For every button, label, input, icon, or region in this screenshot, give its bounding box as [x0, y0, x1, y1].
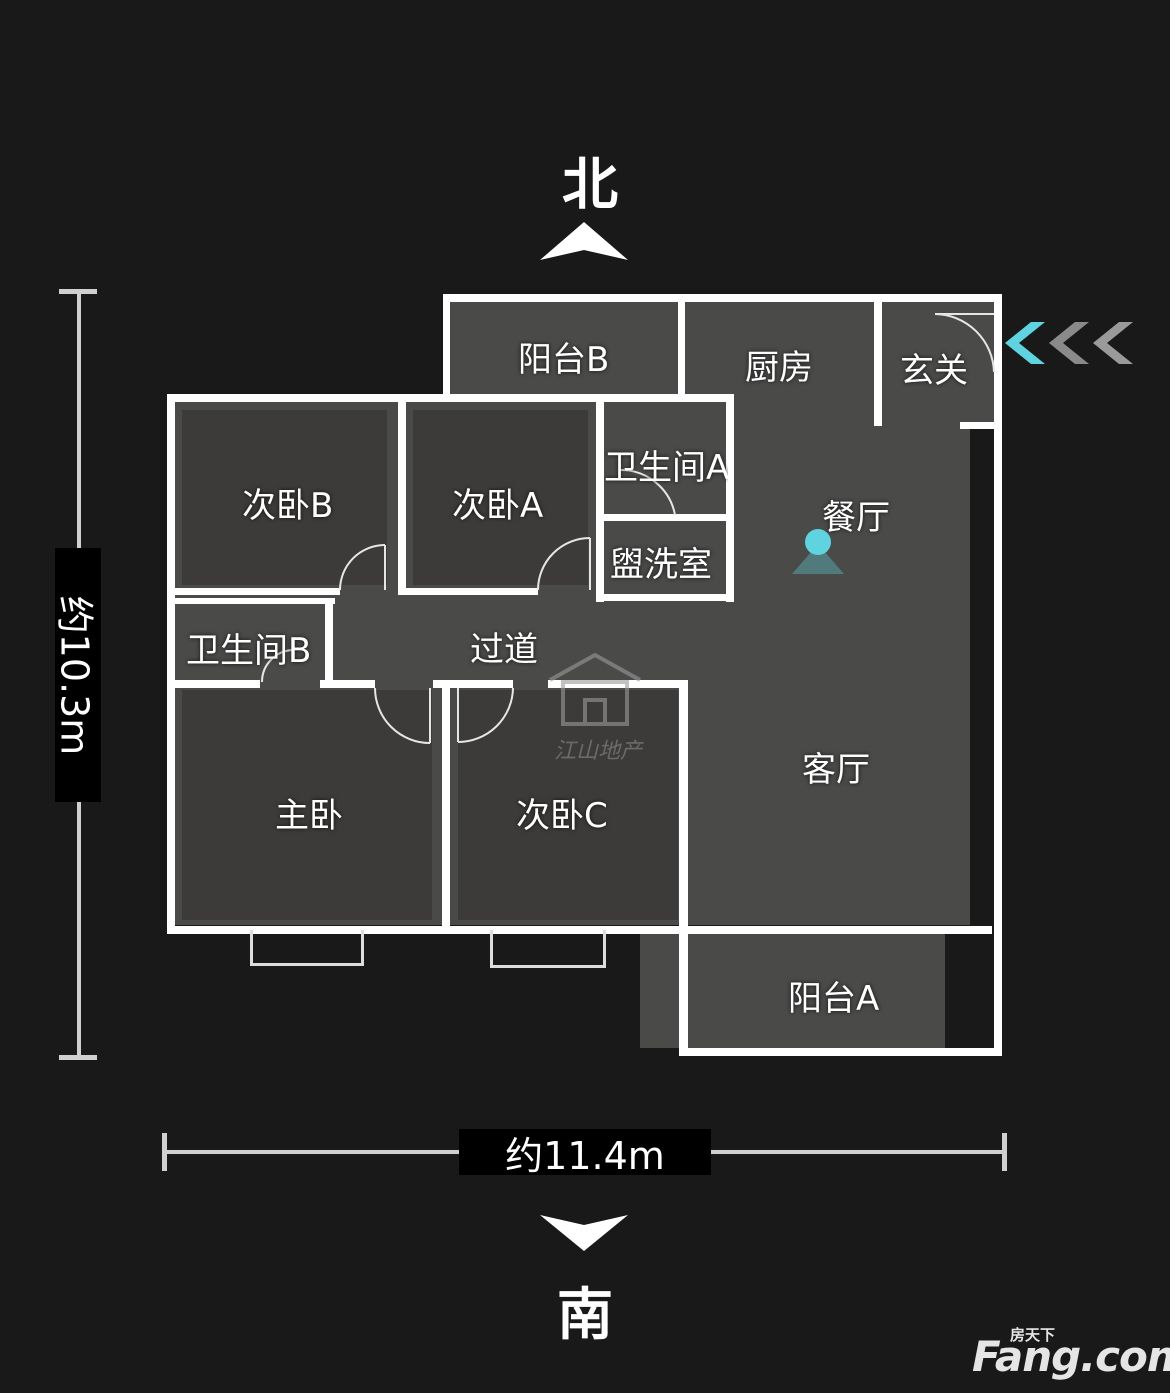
room-label-living-room: 客厅: [802, 750, 870, 790]
floor-living-block: [700, 420, 970, 925]
wall: [167, 926, 992, 934]
position-marker-icon[interactable]: [786, 526, 850, 576]
room-label-bathroom-b: 卫生间B: [186, 631, 312, 671]
wall: [726, 400, 734, 602]
wall: [596, 400, 604, 602]
room-label-bedroom-c: 次卧C: [516, 796, 608, 836]
wall: [167, 394, 734, 402]
wall: [433, 680, 513, 688]
wall: [398, 588, 538, 595]
room-label-bathroom-a: 卫生间A: [604, 448, 728, 488]
room-label-bedroom-b: 次卧B: [242, 486, 334, 526]
wall: [320, 680, 375, 688]
wall: [175, 680, 260, 688]
room-label-balcony-a: 阳台A: [788, 979, 880, 1019]
wall: [994, 294, 1002, 1056]
room-label-wash-room: 盥洗室: [610, 545, 712, 585]
wall: [442, 680, 450, 930]
room-label-corridor: 过道: [470, 630, 538, 670]
bay-window-bedroom-c: [490, 930, 606, 968]
height-dimension-cap-top: [59, 289, 97, 294]
height-dimension-label: 约10.3m: [53, 548, 101, 802]
watermark-house-icon: [549, 652, 641, 726]
room-label-entrance: 玄关: [900, 351, 968, 391]
north-arrow-icon[interactable]: [538, 222, 630, 262]
wall: [443, 294, 1002, 302]
wall: [175, 588, 340, 595]
width-dimension-cap-left: [162, 1133, 167, 1171]
wall: [604, 514, 732, 521]
wall: [874, 302, 882, 426]
room-label-kitchen: 厨房: [745, 348, 813, 388]
room-label-master-bedroom: 主卧: [275, 796, 343, 836]
watermark-text: 江山地产: [553, 739, 642, 764]
entrance-arrow-icon[interactable]: [1005, 322, 1137, 364]
wall: [678, 302, 685, 396]
wall: [443, 294, 450, 398]
floor-master: [182, 690, 432, 920]
brand-logo: Fang.com: [972, 1332, 1170, 1381]
wall: [398, 400, 406, 595]
door-swings: [261, 313, 995, 744]
south-arrow-icon[interactable]: [538, 1213, 630, 1253]
floor-balcony-a: [640, 928, 945, 1048]
wall: [325, 598, 333, 688]
room-label-dining: 餐厅: [822, 498, 890, 538]
compass-north-label: 北: [562, 153, 618, 218]
wall: [604, 594, 734, 601]
floor-bedroom-b: [182, 410, 387, 585]
room-label-balcony-b: 阳台B: [518, 340, 610, 380]
floor-bedroom-a: [413, 410, 588, 585]
compass-south-label: 南: [557, 1283, 613, 1348]
wall: [679, 680, 688, 1056]
wall: [679, 1048, 1002, 1056]
bay-window-master: [250, 930, 364, 966]
brand-small-text: 房天下: [1010, 1326, 1056, 1344]
width-dimension-label: 约11.4m: [459, 1129, 711, 1178]
width-dimension-cap-right: [1002, 1133, 1007, 1171]
room-label-bedroom-a: 次卧A: [452, 486, 544, 526]
wall: [960, 422, 1000, 429]
wall: [167, 394, 175, 934]
wall: [175, 598, 335, 604]
height-dimension-cap-bottom: [59, 1055, 97, 1060]
